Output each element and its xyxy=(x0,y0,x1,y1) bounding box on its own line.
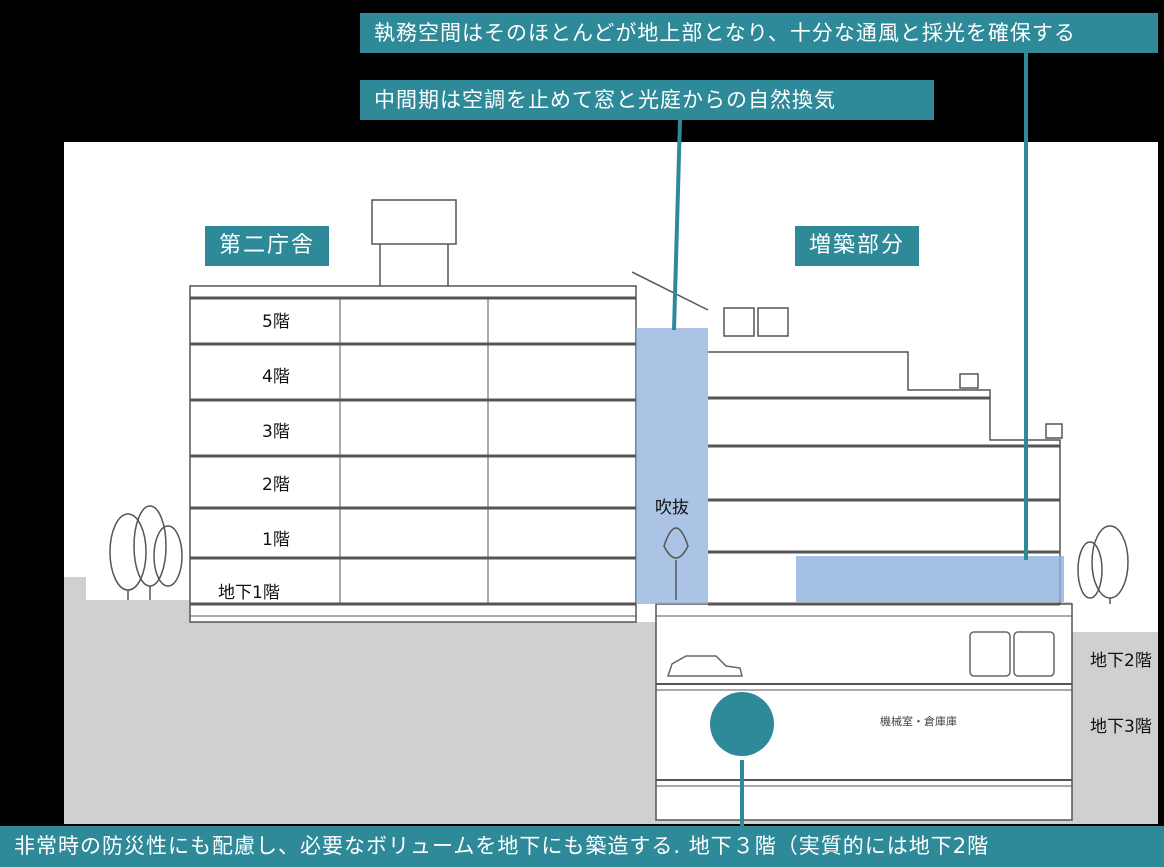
car-icon xyxy=(666,655,743,677)
floor-label-1f: 1階 xyxy=(262,530,290,550)
second-building xyxy=(189,199,637,623)
label-extension: 増築部分 xyxy=(795,226,920,266)
bus-icon xyxy=(969,631,1011,677)
callout-office-ventilation: 執務空間はそのほとんどが地上部となり、十分な通風と採光を確保する xyxy=(360,13,1158,53)
label-second-building: 第二庁舎 xyxy=(205,226,330,266)
basement-marker xyxy=(710,692,774,756)
callout-natural-ventilation: 中間期は空調を止めて窓と光庭からの自然換気 xyxy=(360,80,934,120)
bus-icon xyxy=(1013,631,1055,677)
floor-label-b3: 地下3階 xyxy=(1090,717,1152,737)
atrium-label: 吹抜 xyxy=(655,498,689,518)
basement-room-label: 機械室・倉庫庫 xyxy=(880,715,957,728)
floor-label-2f: 2階 xyxy=(262,475,290,495)
atrium-highlight xyxy=(636,328,708,604)
office-highlight xyxy=(796,556,1064,602)
floor-label-3f: 3階 xyxy=(262,422,290,442)
leader-line xyxy=(672,119,682,331)
tree-icon xyxy=(663,527,689,600)
floor-label-b2: 地下2階 xyxy=(1090,651,1152,671)
tree-icon xyxy=(1077,525,1129,604)
floor-label-5f: 5階 xyxy=(262,312,290,332)
floor-label-b1: 地下1階 xyxy=(218,583,280,603)
floor-label-4f: 4階 xyxy=(262,367,290,387)
callout-basement: 非常時の防災性にも配慮し、必要なボリュームを地下にも築造する. 地下３階（実質的… xyxy=(0,826,1164,867)
tree-icon xyxy=(109,505,183,600)
